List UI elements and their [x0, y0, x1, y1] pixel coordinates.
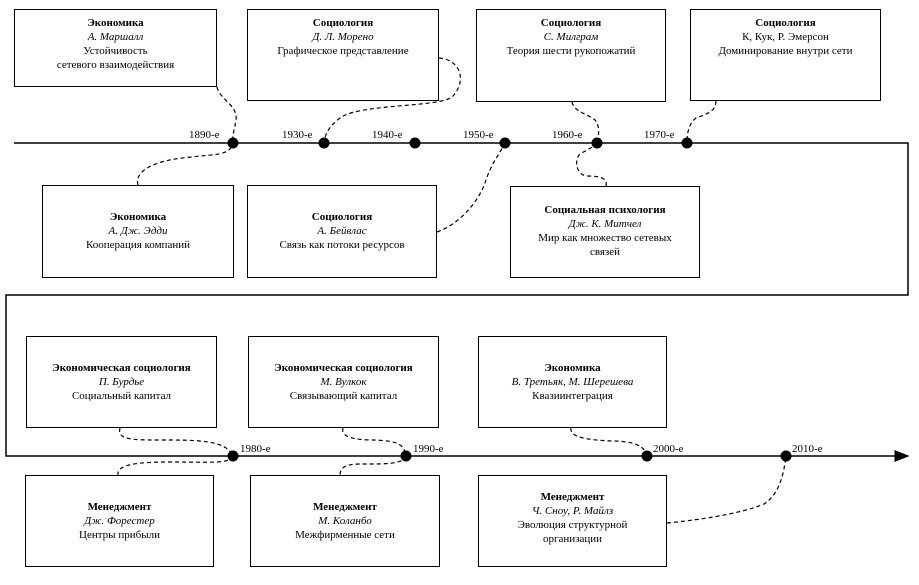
discipline-label: Экономика — [87, 17, 144, 29]
point-1890 — [227, 137, 239, 149]
event-box-moreno: Социология Д. Л. Морено Графическое пред… — [247, 9, 439, 101]
event-box-snow-miles: Менеджмент Ч. Сноу, Р. Майлз Эволюция ст… — [478, 475, 667, 567]
author-label: М. Коланбо — [318, 515, 372, 527]
decade-label: 1890-е — [189, 129, 220, 141]
contribution-text: Центры прибыли — [79, 529, 160, 541]
author-label: Дж. К. Митчел — [568, 218, 642, 230]
discipline-label: Социология — [311, 211, 373, 223]
connector-marshall — [216, 86, 237, 144]
discipline-label: Социология — [540, 17, 602, 29]
decade-label: 1960-е — [552, 129, 583, 141]
point-1970 — [681, 137, 693, 149]
timeline-axis — [5, 142, 910, 462]
contribution-text: связей — [589, 246, 621, 258]
event-box-forrester: Менеджмент Дж. Форестер Центры прибыли — [25, 475, 214, 567]
contribution-text: К, Кук, Р. Эмерсон — [742, 31, 829, 43]
connector-woolcock — [342, 427, 407, 457]
contribution-text: Связь как потоки ресурсов — [279, 239, 405, 251]
connector-forrester — [117, 455, 234, 476]
event-box-kolambo: Менеджмент М. Коланбо Межфирменные сети — [250, 475, 440, 567]
author-label: П. Бурдье — [98, 376, 145, 388]
author-label: С. Милграм — [543, 31, 599, 43]
point-2000 — [641, 450, 653, 462]
author-label: А. Бейвлас — [317, 225, 367, 237]
discipline-label: Менеджмент — [313, 501, 377, 513]
connector-bavelas — [436, 142, 506, 233]
connector-tretyak — [570, 427, 648, 457]
connector-moreno — [323, 57, 461, 144]
connector-kolambo — [339, 455, 407, 476]
discipline-label: Менеджмент — [540, 491, 605, 503]
contribution-text: Квазиинтеграция — [532, 390, 613, 402]
decade-label: 1940-е — [372, 129, 403, 141]
contribution-text: Графическое представление — [277, 45, 409, 57]
point-1980 — [227, 450, 239, 462]
discipline-label: Социология — [312, 17, 374, 29]
decade-label: 2010-е — [792, 443, 823, 455]
discipline-label: Экономика — [109, 211, 167, 223]
event-box-tretyak-sheresheva: Экономика В. Третьяк, М. Шерешева Квазии… — [478, 336, 667, 428]
point-2010 — [780, 450, 792, 462]
discipline-label: Экономическая социология — [274, 362, 413, 374]
event-box-milgram: Социология С. Милграм Теория шести рукоп… — [476, 9, 666, 102]
contribution-text: Кооперация компаний — [86, 239, 190, 251]
point-1940 — [409, 137, 421, 149]
event-box-marshall: Экономика А. Маршалл Устойчивость сетево… — [14, 9, 217, 87]
decade-label: 1980-е — [240, 443, 271, 455]
contribution-text: Устойчивость — [83, 45, 148, 57]
contribution-text: Доминирование внутри сети — [718, 45, 853, 57]
connector-milgram — [571, 101, 600, 144]
contribution-text: организации — [542, 533, 603, 545]
event-box-eddy: Экономика А. Дж. Эдди Кооперация компани… — [42, 185, 234, 278]
discipline-label: Менеджмент — [87, 501, 152, 513]
decade-label: 1990-е — [413, 443, 444, 455]
point-1990 — [400, 450, 412, 462]
decade-label: 1970-е — [644, 129, 675, 141]
connector-cook — [686, 100, 717, 144]
contribution-text: сетевого взаимодействия — [56, 59, 175, 71]
discipline-label: Экономическая социология — [52, 362, 191, 374]
author-label: Ч. Сноу, Р. Майлз — [531, 505, 614, 517]
discipline-label: Социология — [755, 17, 816, 29]
contribution-text: Эволюция структурной — [517, 519, 628, 531]
connector-bourdieu — [119, 427, 234, 457]
decade-label: 2000-е — [653, 443, 684, 455]
contribution-text: Мир как множество сетевых — [538, 232, 672, 244]
author-label: А. Дж. Эдди — [108, 225, 168, 237]
author-label: Д. Л. Морено — [312, 31, 374, 43]
contribution-text: Межфирменные сети — [295, 529, 395, 541]
discipline-label: Экономика — [544, 362, 601, 374]
point-1930 — [318, 137, 330, 149]
event-box-woolcock: Экономическая социология М. Вулкок Связы… — [248, 336, 439, 428]
point-1960 — [591, 137, 603, 149]
connector-snow — [666, 455, 787, 524]
contribution-text: Связывающий капитал — [289, 390, 398, 402]
connector-mitchell — [576, 142, 607, 187]
point-1950 — [499, 137, 511, 149]
author-label: А. Маршалл — [87, 31, 144, 43]
contribution-text: Социальный капитал — [71, 390, 172, 402]
connector-eddy — [136, 142, 234, 186]
author-label: Дж. Форестер — [84, 515, 155, 527]
event-box-bavelas: Социология А. Бейвлас Связь как потоки р… — [247, 185, 437, 278]
author-label: В. Третьяк, М. Шерешева — [511, 376, 634, 388]
decade-label: 1950-е — [463, 129, 494, 141]
contribution-text: Теория шести рукопожатий — [506, 45, 636, 57]
discipline-label: Социальная психология — [544, 204, 666, 216]
decade-label: 1930-е — [282, 129, 313, 141]
event-box-cook-emerson: Социология К, Кук, Р. Эмерсон Доминирова… — [690, 9, 881, 101]
author-label: М. Вулкок — [320, 376, 367, 388]
event-box-bourdieu: Экономическая социология П. Бурдье Социа… — [26, 336, 217, 428]
event-box-mitchell: Социальная психология Дж. К. Митчел Мир … — [510, 186, 700, 278]
